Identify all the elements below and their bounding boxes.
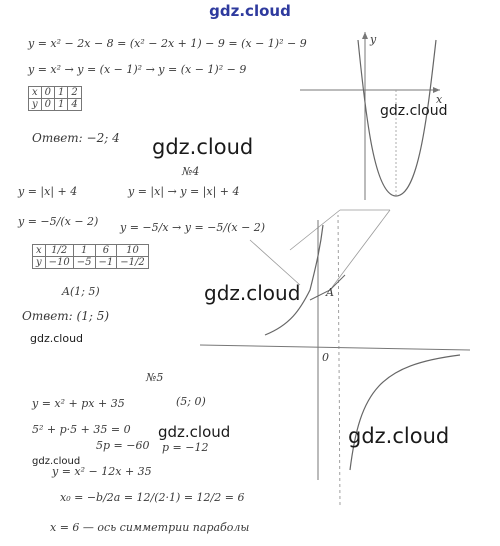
p5-eq4: p = −12 bbox=[162, 441, 209, 454]
p4-tx2: 1 bbox=[72, 244, 96, 257]
p5-eq7: x = 6 — ось симметрии параболы bbox=[50, 521, 250, 534]
p3-value-table: x 0 1 2 y 0 1 4 bbox=[28, 86, 82, 111]
x-axis-arrow bbox=[433, 87, 440, 93]
p4-tx0: x bbox=[32, 244, 46, 257]
p3-ty0: y bbox=[28, 98, 42, 111]
p4-tx1: 1/2 bbox=[44, 244, 74, 257]
pointer-line-4 bbox=[249, 239, 301, 286]
graph2-label-o: 0 bbox=[322, 351, 329, 364]
right-branch bbox=[349, 354, 461, 471]
watermark: gdz.cloud bbox=[30, 332, 84, 345]
p3-line1: y = x² − 2x − 8 = (x² − 2x + 1) − 9 = (x… bbox=[28, 37, 307, 50]
p4-sys1: y = |x| + 4 bbox=[18, 185, 78, 198]
p3-tx1: 0 bbox=[40, 86, 56, 99]
graph1-y-label: y bbox=[370, 33, 377, 46]
p4-ty1: −10 bbox=[44, 256, 74, 269]
p4-ty0: y bbox=[32, 256, 46, 269]
watermark: gdz.cloud bbox=[152, 135, 254, 159]
watermark: gdz.cloud bbox=[348, 424, 450, 448]
p3-tx0: x bbox=[28, 86, 42, 99]
p5-eq1: y = x² + px + 35 bbox=[32, 397, 125, 410]
abs-graph bbox=[309, 274, 346, 301]
pointer-line-3 bbox=[329, 209, 391, 291]
p3-ty2: 1 bbox=[54, 98, 69, 111]
p4-sys2: y = −5/(x − 2) bbox=[18, 215, 99, 228]
x-axis-2 bbox=[199, 344, 471, 351]
left-branch bbox=[264, 224, 324, 336]
p5-eq6: x₀ = −b/2a = 12/(2·1) = 12/2 = 6 bbox=[60, 491, 245, 504]
p3-ty1: 0 bbox=[40, 98, 56, 111]
p5-eq2: 5² + p·5 + 35 = 0 bbox=[32, 423, 131, 436]
p4-ty4: −1/2 bbox=[116, 256, 149, 269]
p4-answer: Ответ: (1; 5) bbox=[22, 309, 110, 323]
p3-answer: Ответ: −2; 4 bbox=[32, 131, 120, 145]
p5-eq3: 5p = −60 bbox=[96, 439, 150, 452]
graph2-label-a: A bbox=[326, 286, 334, 299]
site-header[interactable]: gdz.cloud bbox=[209, 2, 291, 20]
p4-tx3: 6 bbox=[94, 244, 118, 257]
p4-point: A(1; 5) bbox=[62, 285, 100, 298]
p5-eq5: y = x² − 12x + 35 bbox=[52, 465, 152, 478]
p3-line2: y = x² → y = (x − 1)² → y = (x − 1)² − 9 bbox=[28, 63, 247, 76]
p4-number: №4 bbox=[182, 165, 200, 178]
pointer-line bbox=[289, 209, 341, 251]
watermark: gdz.cloud bbox=[204, 281, 301, 305]
watermark: gdz.cloud bbox=[158, 423, 231, 441]
p4-chain2: y = −5/x → y = −5/(x − 2) bbox=[120, 221, 266, 234]
watermark: gdz.cloud bbox=[32, 456, 81, 467]
p5-point: (5; 0) bbox=[176, 395, 206, 408]
p5-number: №5 bbox=[146, 371, 164, 384]
p4-tx4: 10 bbox=[116, 244, 149, 257]
p4-chain1: y = |x| → y = |x| + 4 bbox=[128, 185, 240, 198]
p4-ty2: −5 bbox=[72, 256, 96, 269]
p3-tx3: 2 bbox=[67, 86, 82, 99]
p4-ty3: −1 bbox=[94, 256, 118, 269]
p3-tx2: 1 bbox=[54, 86, 69, 99]
asymptote bbox=[337, 214, 341, 506]
graph1-x-label: x bbox=[436, 93, 443, 106]
y-axis-arrow bbox=[362, 32, 368, 39]
watermark: gdz.cloud bbox=[380, 103, 448, 119]
p4-value-table: x 1/2 1 6 10 y −10 −5 −1 −1/2 bbox=[32, 244, 149, 269]
p3-ty3: 4 bbox=[67, 98, 82, 111]
